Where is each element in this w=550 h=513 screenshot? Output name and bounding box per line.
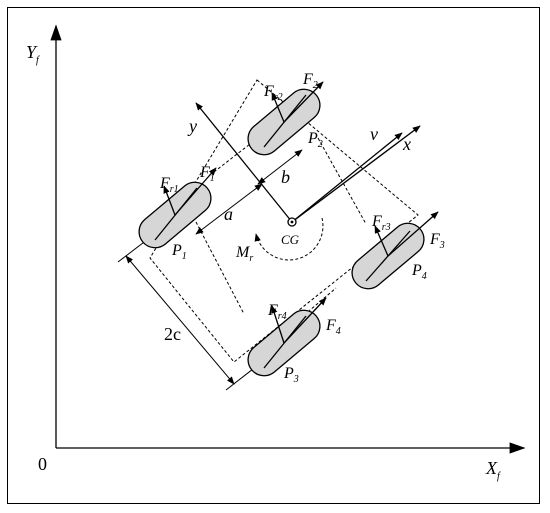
dimension-2c — [125, 255, 235, 385]
body-y-axis — [195, 102, 293, 223]
cg-dot — [290, 220, 294, 224]
wheel-p1-lateral-force: Fr1 — [159, 175, 179, 195]
wheel-p1-force: F1 — [199, 164, 215, 184]
moment-label: Mr — [235, 244, 253, 264]
wheel-p1: P1 F1 Fr1 — [138, 164, 217, 262]
velocity-label: v — [370, 124, 378, 144]
wheel-p2-label: P2 — [307, 130, 323, 150]
wheel-p2-lateral-force: Fr2 — [263, 83, 283, 103]
y-axis-label: Yf — [26, 42, 40, 66]
body-x-label: x — [402, 134, 411, 154]
body-y-label: y — [187, 116, 197, 136]
wheel-p4-force: F3 — [429, 231, 445, 251]
link-p3-p4 — [295, 287, 337, 323]
wheel-p4-lateral-force: Fr3 — [371, 213, 391, 233]
moment-arc — [254, 217, 324, 261]
wheel-p3-label: P3 — [283, 365, 299, 385]
dimension-2c-label: 2c — [164, 324, 181, 344]
origin-label: 0 — [38, 454, 47, 474]
wheel-p4: P4 F3 Fr3 — [351, 211, 445, 290]
wheel-p1-label: P1 — [171, 242, 187, 262]
wheel-p2-force: F2 — [302, 71, 318, 91]
wheel-p2: P2 F2 Fr2 — [247, 71, 324, 156]
diagram-frame — [7, 7, 540, 504]
x-axis-label: Xf — [485, 458, 501, 482]
dimension-b-label: b — [281, 167, 290, 187]
cg-label: CG — [281, 232, 300, 247]
body-x-axis — [291, 132, 403, 223]
wheel-p3-lateral-force: Fr4 — [267, 302, 287, 322]
dimension-b — [257, 149, 303, 185]
link-p1-p3 — [195, 221, 245, 315]
wheel-p3: P3 F4 Fr4 — [247, 297, 341, 385]
dimension-a — [195, 183, 263, 235]
link-p1-p2 — [213, 143, 251, 173]
wheel-p4-label: P4 — [411, 262, 427, 282]
wheel-p3-force: F4 — [325, 317, 341, 337]
dimension-a-label: a — [224, 204, 233, 224]
velocity-vector — [291, 125, 421, 223]
